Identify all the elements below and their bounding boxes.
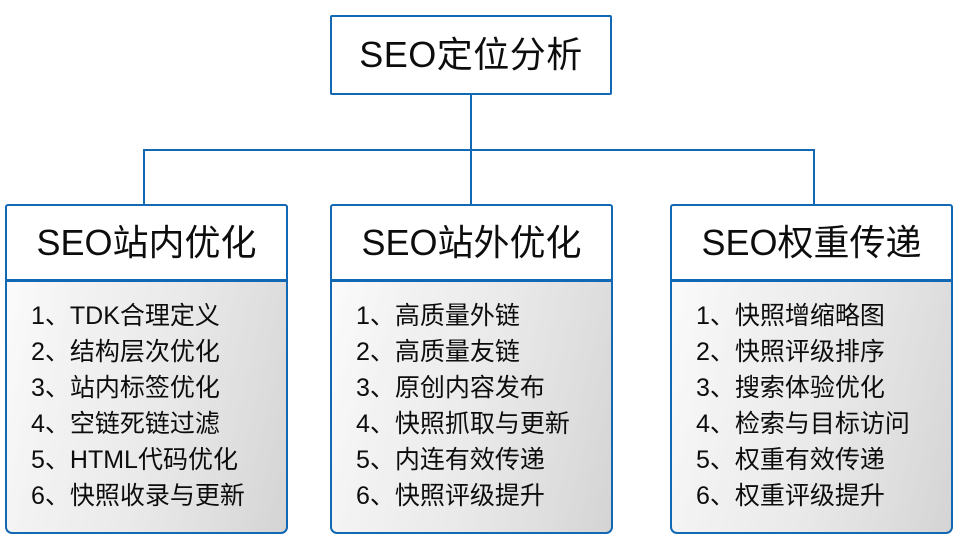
list-item: 6、权重评级提升 xyxy=(696,482,885,510)
root-node-label: SEO定位分析 xyxy=(359,34,583,75)
list-item: 1、快照增缩略图 xyxy=(696,302,885,330)
branch-header-label-3: SEO权重传递 xyxy=(701,221,922,263)
list-item: 3、站内标签优化 xyxy=(31,374,220,402)
list-item: 4、检索与目标访问 xyxy=(696,410,910,438)
list-item: 5、内连有效传递 xyxy=(356,446,545,474)
list-item: 5、权重有效传递 xyxy=(696,446,885,474)
branch-column-1: SEO站内优化 1、TDK合理定义 2、结构层次优化 3、站内标签优化 4、空链… xyxy=(5,204,288,534)
branch-list-1: 1、TDK合理定义 2、结构层次优化 3、站内标签优化 4、空链死链过滤 5、H… xyxy=(7,298,245,514)
list-item: 6、快照评级提升 xyxy=(356,482,545,510)
list-item: 3、搜索体验优化 xyxy=(696,374,885,402)
list-item: 4、快照抓取与更新 xyxy=(356,410,570,438)
list-item: 3、原创内容发布 xyxy=(356,374,545,402)
list-item: 1、高质量外链 xyxy=(356,302,520,330)
list-item: 2、快照评级排序 xyxy=(696,338,885,366)
branch-header-label-1: SEO站内优化 xyxy=(36,221,257,263)
branch-body-2: 1、高质量外链 2、高质量友链 3、原创内容发布 4、快照抓取与更新 5、内连有… xyxy=(330,280,613,534)
list-item: 2、结构层次优化 xyxy=(31,338,220,366)
branch-column-3: SEO权重传递 1、快照增缩略图 2、快照评级排序 3、搜索体验优化 4、检索与… xyxy=(670,204,953,534)
branch-header-3[interactable]: SEO权重传递 xyxy=(670,204,953,281)
list-item: 5、HTML代码优化 xyxy=(31,446,238,474)
branch-body-1: 1、TDK合理定义 2、结构层次优化 3、站内标签优化 4、空链死链过滤 5、H… xyxy=(5,280,288,534)
list-item: 2、高质量友链 xyxy=(356,338,520,366)
branch-column-2: SEO站外优化 1、高质量外链 2、高质量友链 3、原创内容发布 4、快照抓取与… xyxy=(330,204,613,534)
branch-body-3: 1、快照增缩略图 2、快照评级排序 3、搜索体验优化 4、检索与目标访问 5、权… xyxy=(670,280,953,534)
branch-list-3: 1、快照增缩略图 2、快照评级排序 3、搜索体验优化 4、检索与目标访问 5、权… xyxy=(672,298,910,514)
branch-list-2: 1、高质量外链 2、高质量友链 3、原创内容发布 4、快照抓取与更新 5、内连有… xyxy=(332,298,570,514)
branch-header-2[interactable]: SEO站外优化 xyxy=(330,204,613,281)
branch-header-label-2: SEO站外优化 xyxy=(361,221,582,263)
list-item: 6、快照收录与更新 xyxy=(31,482,245,510)
root-node[interactable]: SEO定位分析 xyxy=(330,15,612,95)
branch-header-1[interactable]: SEO站内优化 xyxy=(5,204,288,281)
list-item: 4、空链死链过滤 xyxy=(31,410,220,438)
list-item: 1、TDK合理定义 xyxy=(31,302,220,330)
